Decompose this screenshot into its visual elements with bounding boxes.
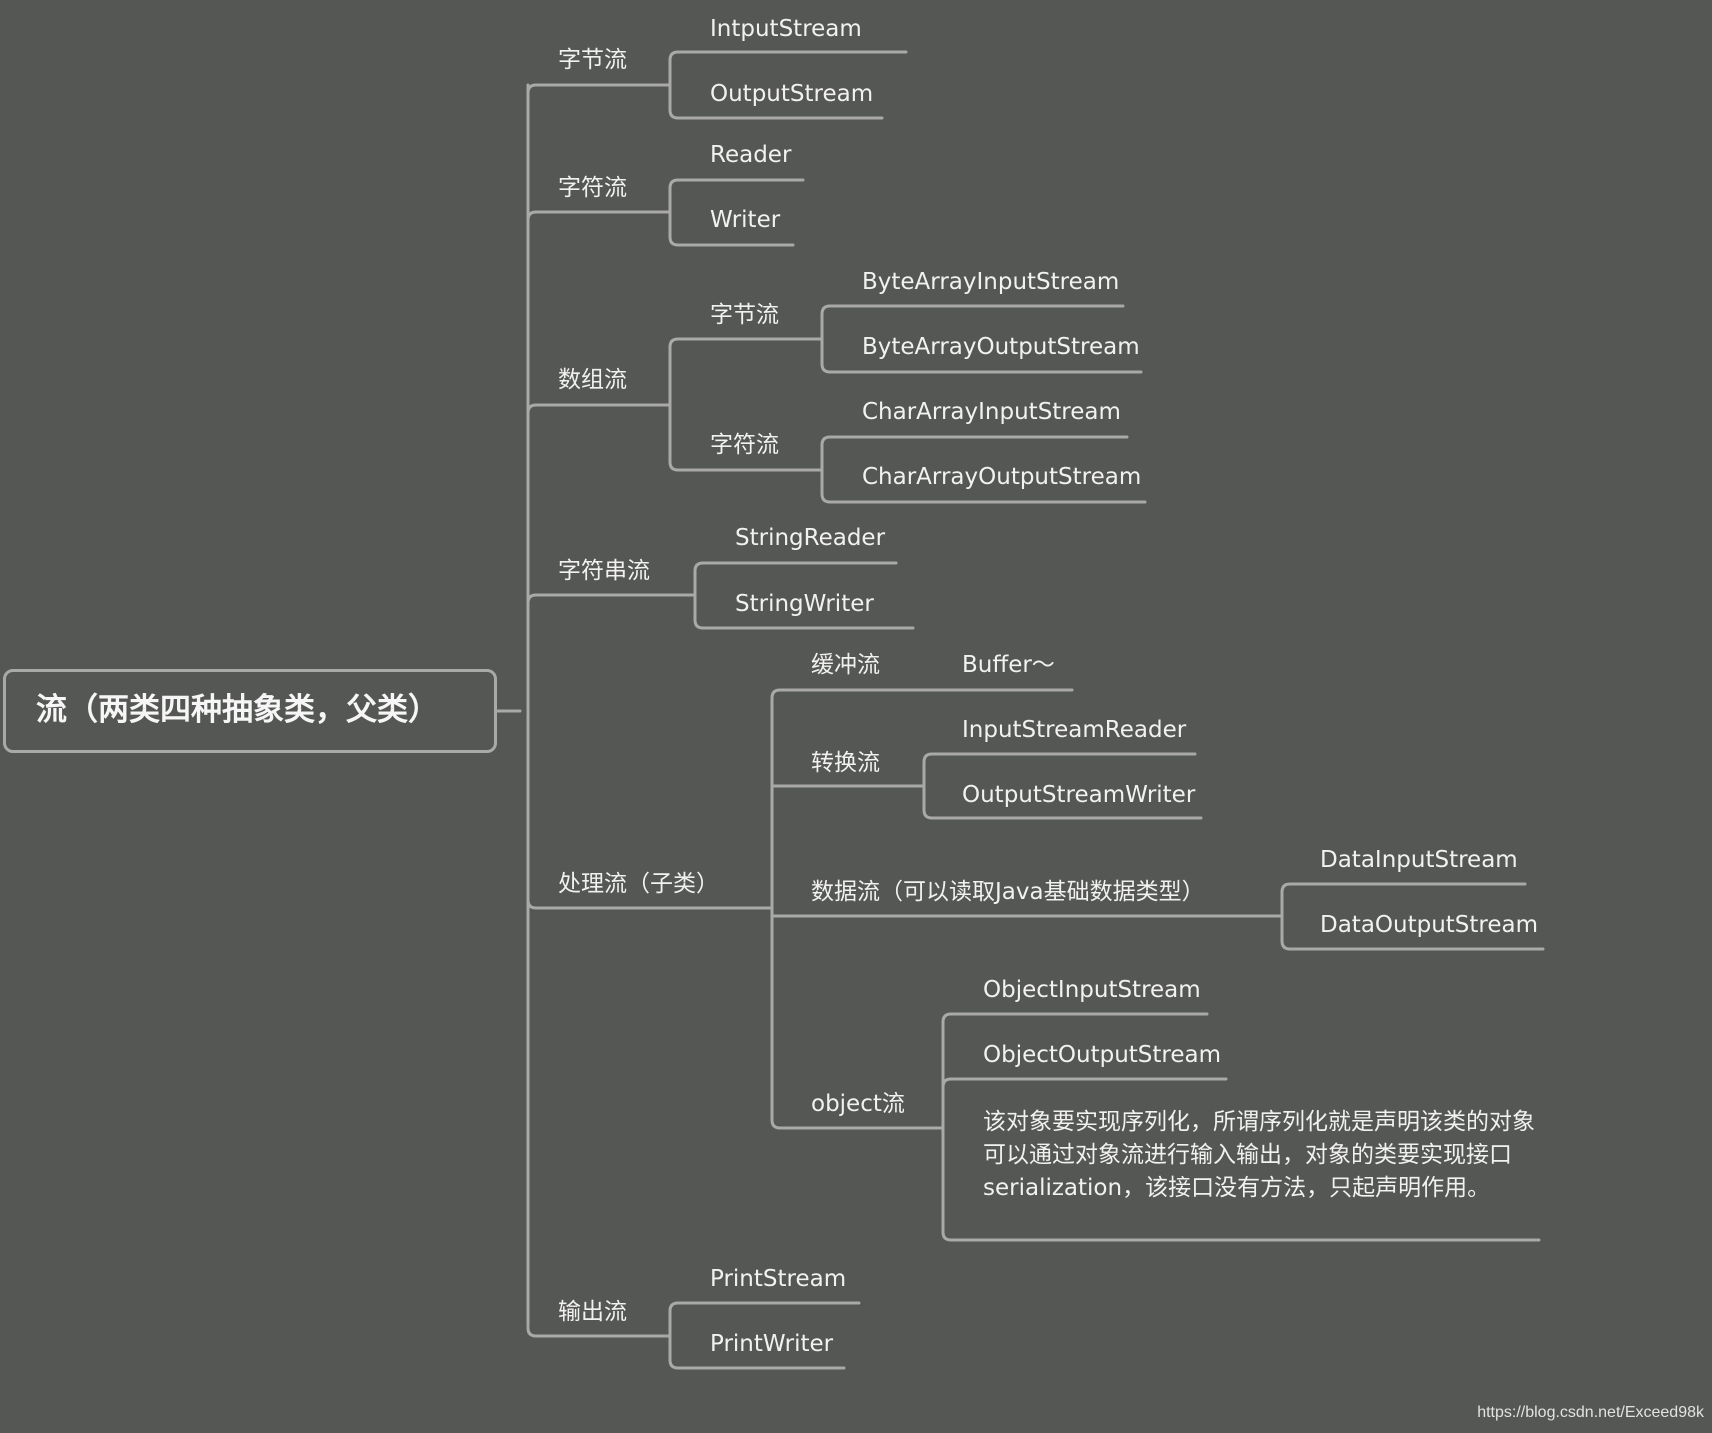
sub-buffer-stream: 缓冲流 [811,652,880,678]
sub-array-byte-stream: 字节流 [710,302,779,328]
leaf-stringreader: StringReader [735,525,886,551]
branch-process-stream: 处理流（子类） [558,871,719,897]
sub-convert-stream: 转换流 [811,750,880,776]
branch-byte-stream: 字节流 [558,47,627,73]
sub-array-char-stream: 字符流 [710,432,779,458]
leaf-reader: Reader [710,142,792,168]
sub-data-stream: 数据流（可以读取Java基础数据类型） [811,879,1205,905]
root-node-label: 流（两类四种抽象类，父类） [36,692,439,728]
leaf-writer: Writer [710,207,781,233]
leaf-outputstreamwriter: OutputStreamWriter [962,782,1196,808]
leaf-bytearrayoutputstream: ByteArrayOutputStream [862,334,1140,360]
watermark: https://blog.csdn.net/Exceed98k [1477,1404,1704,1421]
leaf-bytearrayinputstream: ByteArrayInputStream [862,269,1120,295]
leaf-stringwriter: StringWriter [735,591,874,617]
branch-array-stream: 数组流 [558,367,627,393]
leaf-objectinputstream: ObjectInputStream [983,977,1201,1003]
leaf-buffer: Buffer～ [962,652,1055,678]
root-node-box [3,669,497,753]
branch-string-stream: 字符串流 [558,558,650,584]
leaf-printwriter: PrintWriter [710,1331,834,1357]
object-serialization-note: 该对象要实现序列化，所谓序列化就是声明该类的对象可以通过对象流进行输入输出，对象… [983,1109,1535,1201]
leaf-inputstream: IntputStream [710,16,862,42]
leaf-chararrayoutputstream: CharArrayOutputStream [862,464,1142,490]
leaf-outputstream: OutputStream [710,81,874,107]
leaf-chararrayinputstream: CharArrayInputStream [862,399,1121,425]
branch-char-stream: 字符流 [558,175,627,201]
leaf-datainputstream: DataInputStream [1320,847,1518,873]
leaf-inputstreamreader: InputStreamReader [962,717,1187,743]
sub-object-stream: object流 [811,1091,905,1117]
leaf-objectoutputstream: ObjectOutputStream [983,1042,1222,1068]
branch-output-stream: 输出流 [558,1299,627,1325]
leaf-dataoutputstream: DataOutputStream [1320,912,1539,938]
leaf-printstream: PrintStream [710,1266,847,1292]
